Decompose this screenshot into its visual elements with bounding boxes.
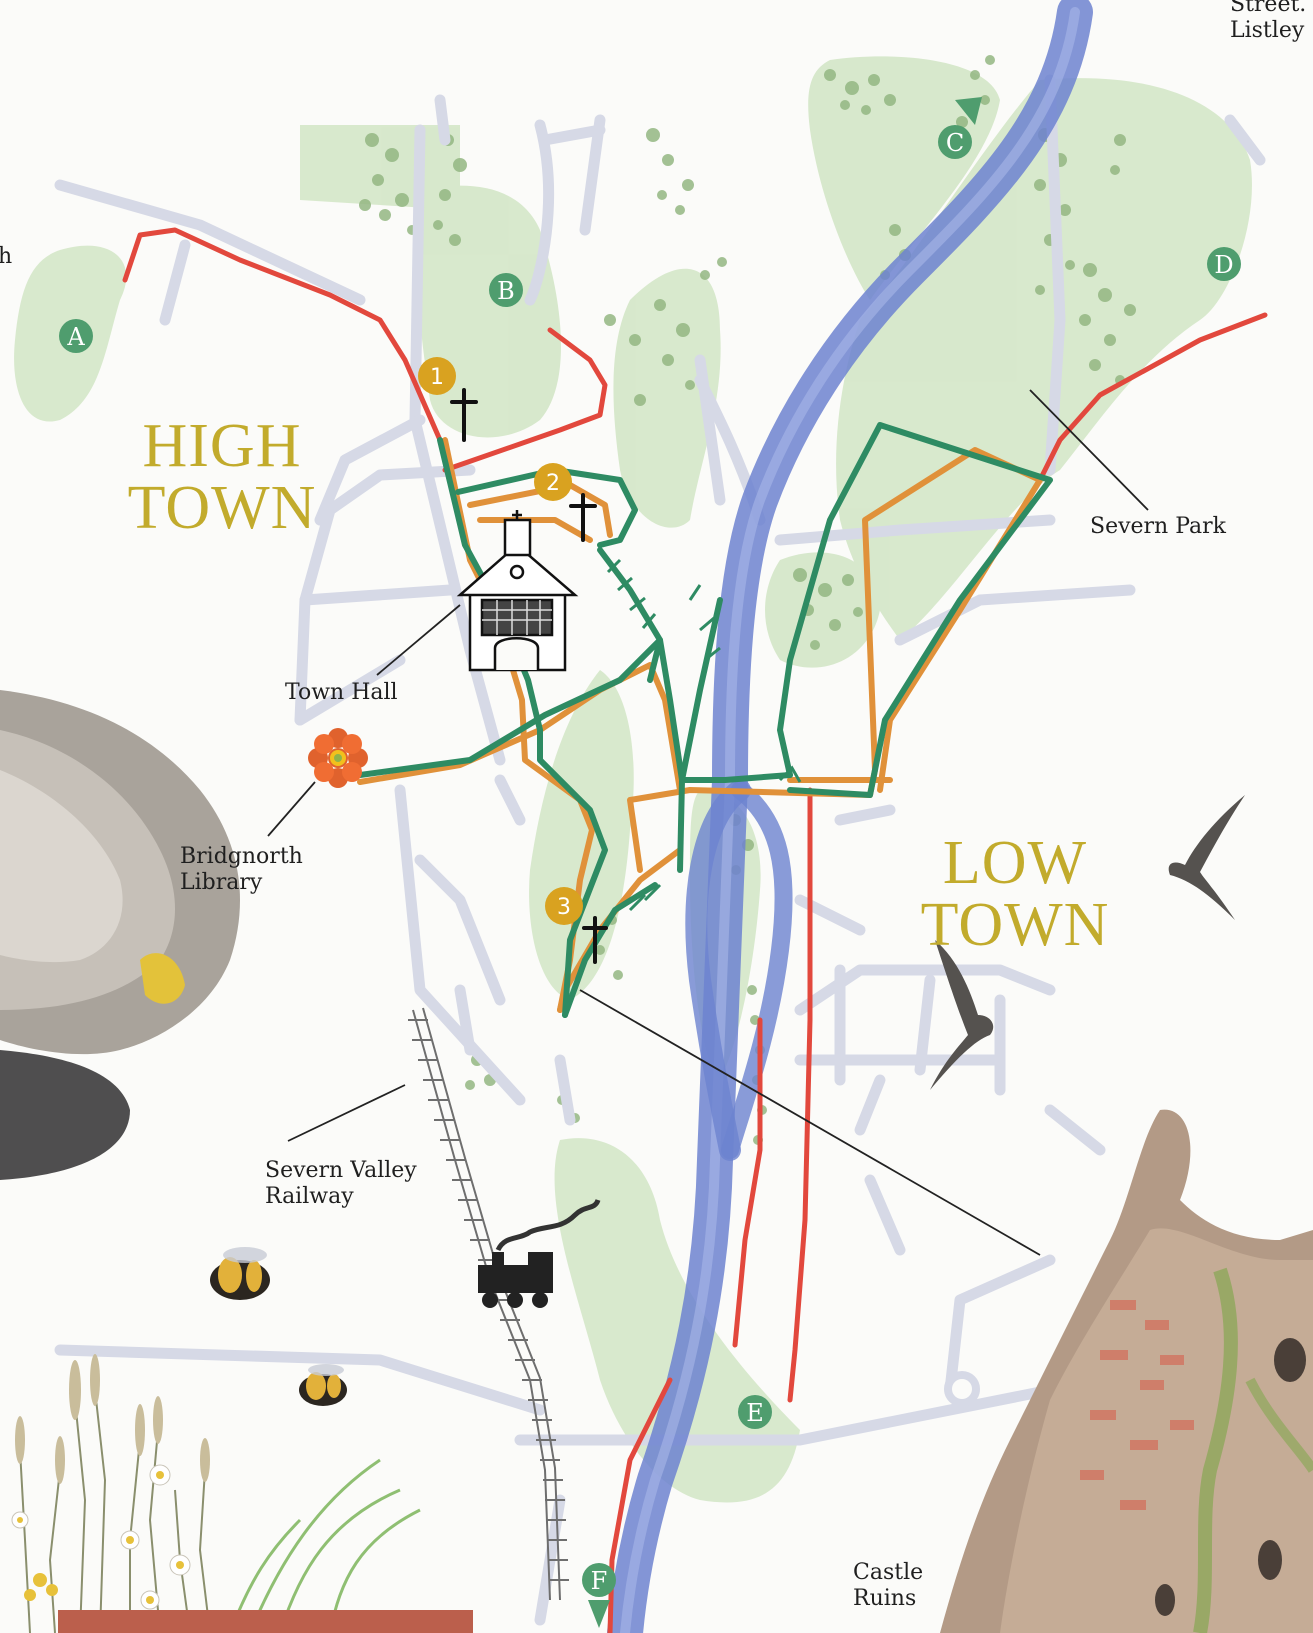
marker-f: F (582, 1563, 616, 1628)
steam-train (478, 1198, 601, 1308)
park-middle (613, 268, 721, 528)
edge-cut-label: h (0, 244, 13, 269)
svg-text:B: B (497, 277, 515, 305)
svg-text:F: F (591, 1567, 608, 1595)
svg-text:1: 1 (430, 365, 444, 390)
severn-park-label: Severn Park (1090, 514, 1226, 539)
town-hall-label: Town Hall (285, 680, 398, 705)
bottom-banner (58, 1610, 473, 1633)
park-low-left (765, 552, 880, 668)
stop-3: 3 (545, 887, 583, 925)
green-route (357, 422, 1053, 1018)
marker-d: D (1207, 247, 1241, 281)
wildflower-meadow (11, 1354, 421, 1633)
stop-2: 2 (534, 463, 572, 501)
marker-a: A (59, 319, 93, 353)
leader-lines (267, 389, 1149, 1256)
svg-text:C: C (946, 129, 964, 157)
castle-ruins-illustration (940, 1109, 1313, 1633)
park-c (808, 56, 1000, 300)
swift-bird-middle (930, 940, 994, 1090)
bumblebees (210, 1247, 347, 1406)
svg-text:3: 3 (557, 895, 571, 920)
swift-birds (930, 795, 1245, 1090)
park-areas (14, 56, 1252, 1503)
corner-street-label: Street. Listley (1230, 0, 1307, 43)
stop-1: 1 (418, 357, 456, 395)
church-hill-park (529, 670, 634, 1000)
svg-text:2: 2 (546, 471, 560, 496)
library-label: Bridgnorth Library (180, 844, 303, 895)
swift-bird-top (1168, 795, 1245, 920)
svg-text:A: A (66, 323, 85, 351)
roundabout (944, 1371, 980, 1407)
town-hall-building (456, 510, 579, 672)
low-town-label: LOW TOWN (920, 829, 1110, 959)
marker-c: C (938, 97, 982, 159)
svg-text:D: D (1214, 251, 1233, 279)
railway-line (408, 1007, 569, 1601)
red-routes (122, 227, 1268, 1633)
park-b-top (300, 125, 460, 210)
falcon-illustration (0, 690, 240, 1180)
castle-ruins-label: Castle Ruins (853, 1560, 924, 1611)
route-arrows (606, 558, 802, 912)
marker-b: B (489, 273, 523, 307)
svg-text:E: E (746, 1399, 764, 1427)
church-icons (450, 388, 608, 964)
numbered-stops: 1 2 3 (418, 357, 583, 925)
marker-e: E (738, 1395, 772, 1429)
library-flower-icon (308, 728, 368, 788)
railway-label: Severn Valley Railway (265, 1158, 417, 1209)
road-network (54, 74, 1266, 1626)
high-town-label: HIGH TOWN (127, 412, 317, 542)
letter-markers: A B C D E F (59, 97, 1241, 1628)
